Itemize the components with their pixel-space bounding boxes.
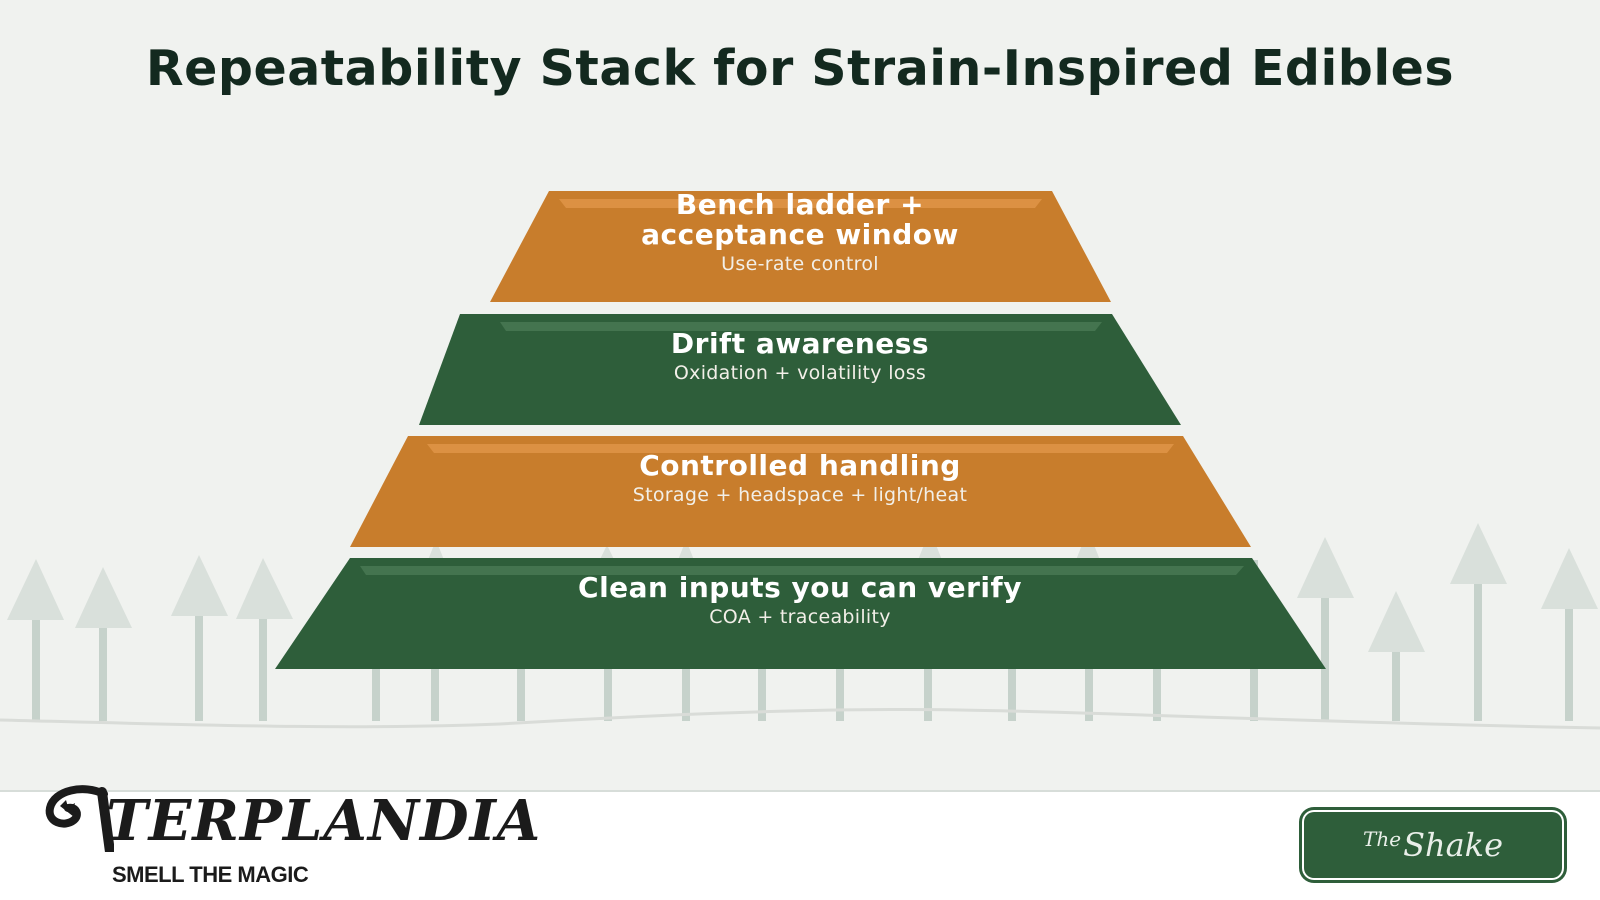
pyramid-tier-top <box>490 191 1111 302</box>
tier-second-subtitle: Oxidation + volatility loss <box>673 362 927 384</box>
the-shake-name: Shake <box>1403 826 1503 864</box>
terplandia-wordmark: TERPLANDIA <box>106 788 542 854</box>
tier-top-title-line1: Bench ladder + <box>675 188 925 221</box>
tier-top-label: Bench ladder + acceptance window Use-rat… <box>0 190 1600 278</box>
the-shake-prefix: The <box>1363 827 1402 851</box>
tier-base-title: Clean inputs you can verify <box>578 571 1022 604</box>
pyramid-tier-second <box>419 314 1181 425</box>
tier-second-label: Drift awareness Oxidation + volatility l… <box>0 329 1600 387</box>
tier-second-title: Drift awareness <box>670 327 930 360</box>
page-title: Repeatability Stack for Strain-Inspired … <box>145 40 1455 97</box>
tier-third-subtitle: Storage + headspace + light/heat <box>632 484 968 506</box>
terplandia-tagline: SMELL THE MAGIC <box>112 862 309 887</box>
pyramid-tier-base <box>275 558 1326 669</box>
the-shake-logo: The Shake <box>1302 810 1564 880</box>
tier-top-subtitle: Use-rate control <box>721 253 879 275</box>
terplandia-logo: TERPLANDIA SMELL THE MAGIC <box>44 782 540 892</box>
pyramid-tier-third <box>350 436 1251 547</box>
tier-top-title-line2: acceptance window <box>641 218 959 251</box>
leaf-swirl-icon <box>45 785 114 852</box>
tier-base-label: Clean inputs you can verify COA + tracea… <box>0 573 1600 631</box>
tier-third-label: Controlled handling Storage + headspace … <box>0 451 1600 509</box>
tier-third-title: Controlled handling <box>639 449 961 482</box>
ground-line <box>0 708 1600 730</box>
tier-base-subtitle: COA + traceability <box>709 606 891 628</box>
